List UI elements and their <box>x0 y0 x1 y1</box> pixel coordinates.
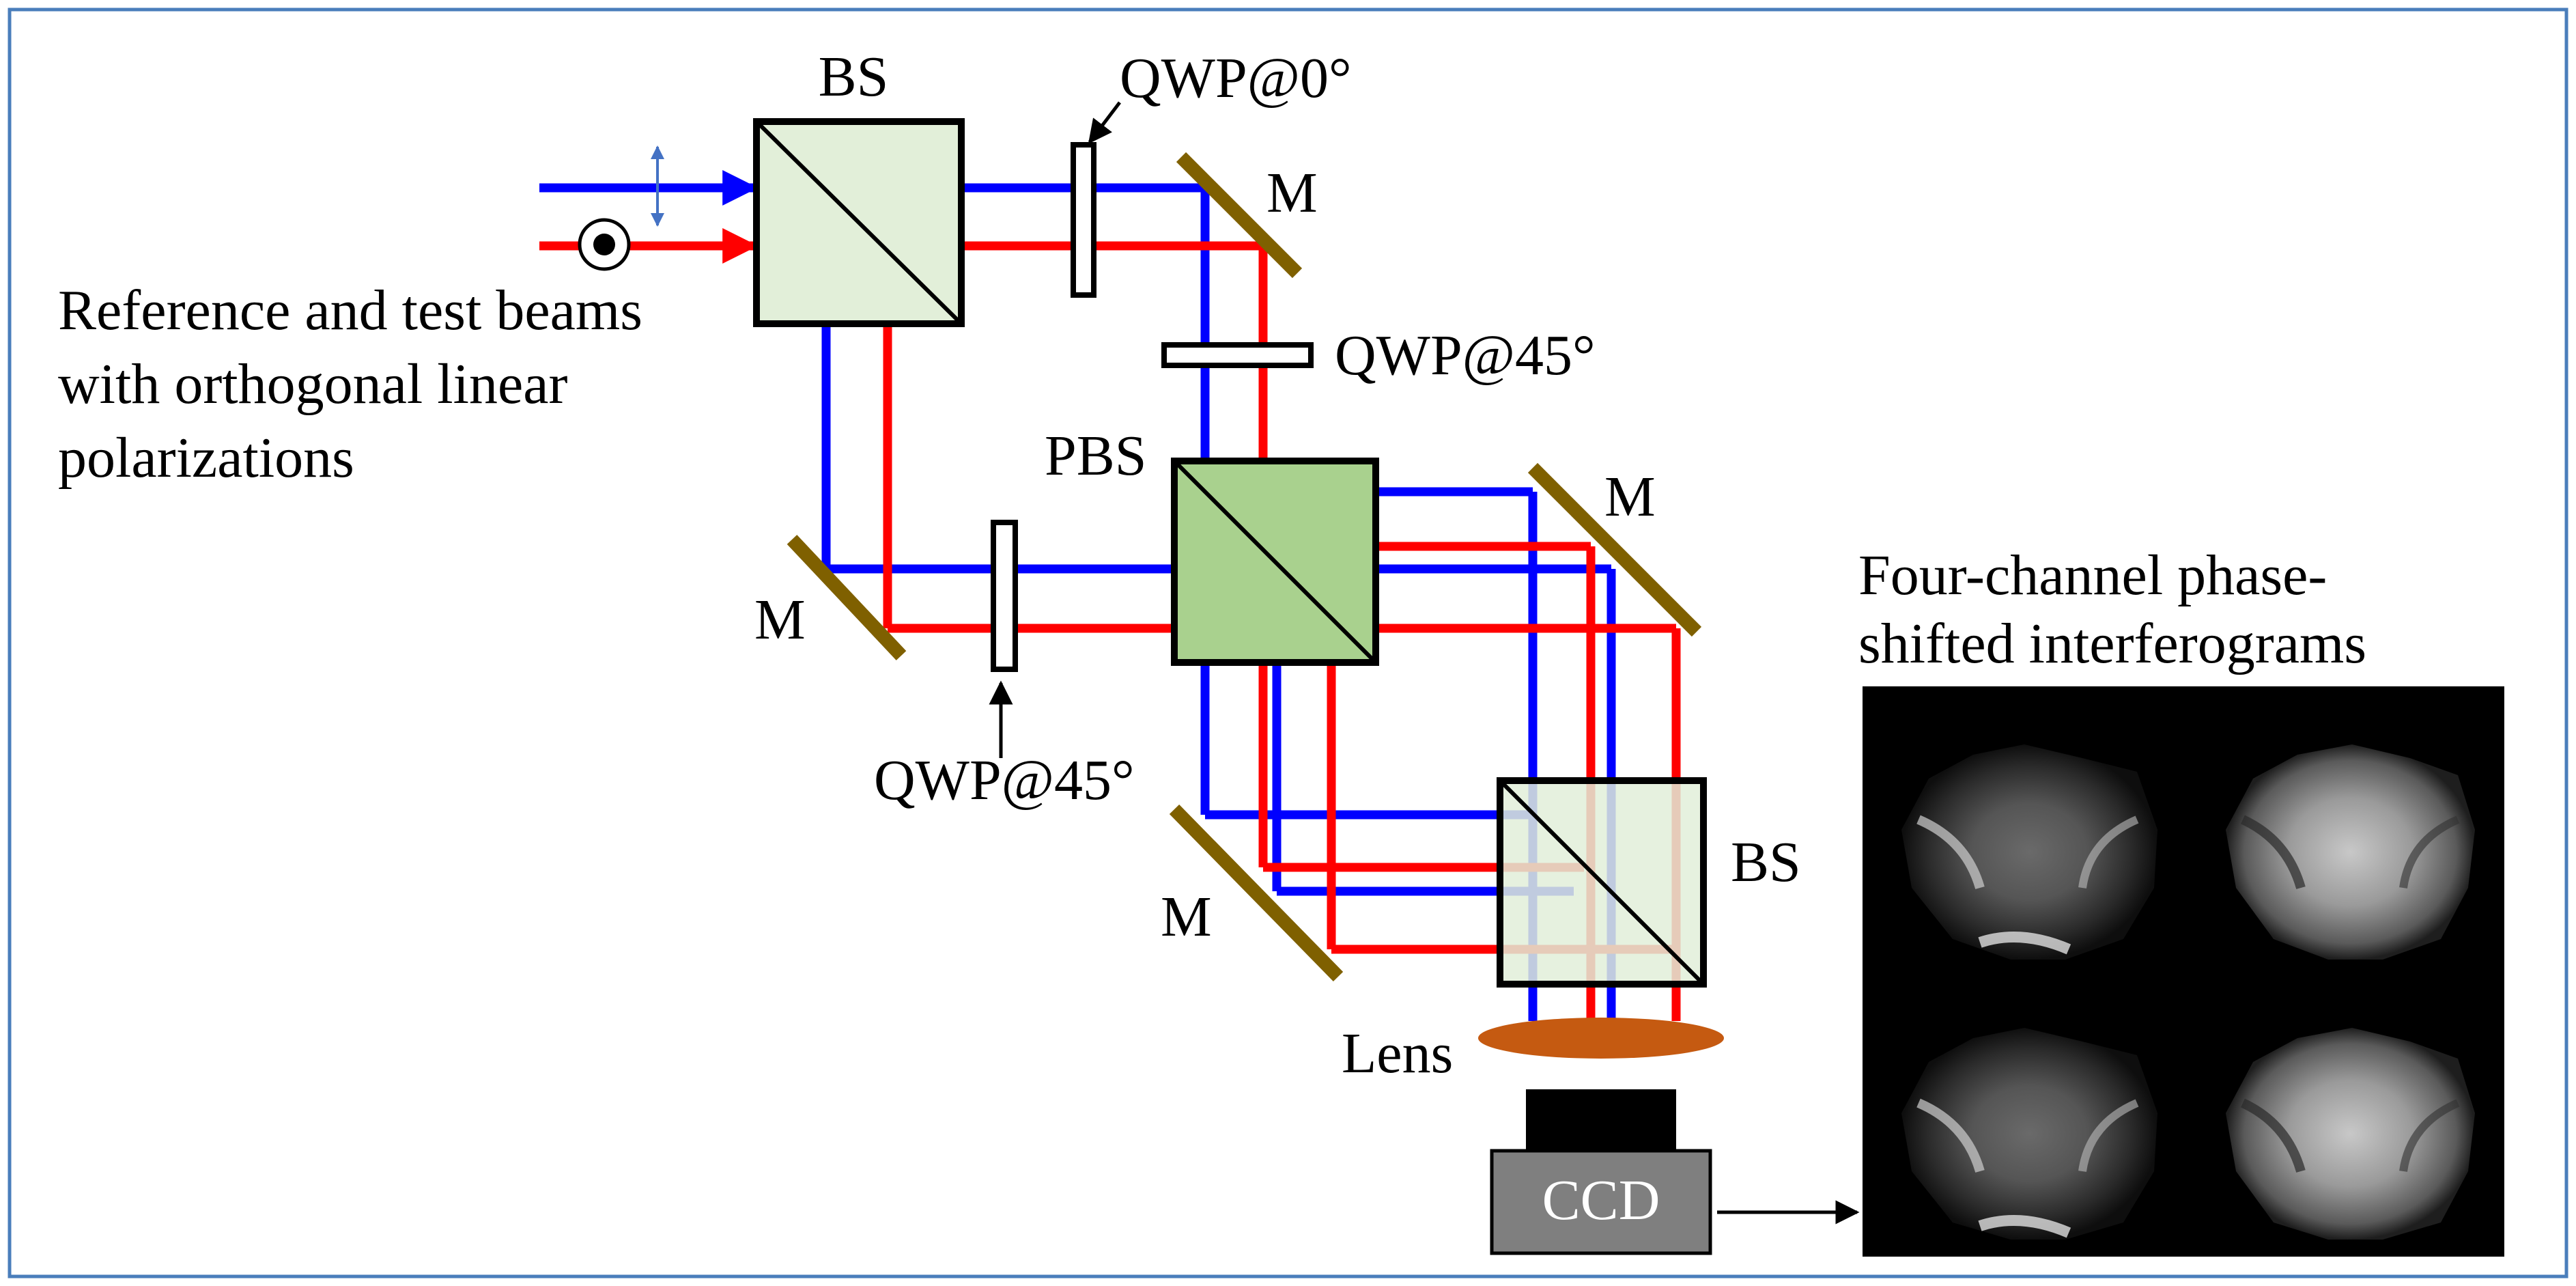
blue-beam-path <box>539 170 1616 1021</box>
beam-splitter-right <box>1497 777 1707 988</box>
interferogram-channel-2 <box>2226 744 2475 960</box>
output-description-line-1: Four-channel phase- <box>1858 544 2327 607</box>
interferogram-channel-4 <box>2226 1028 2475 1240</box>
mirror-left <box>787 535 907 660</box>
lens-label: Lens <box>1342 1022 1453 1085</box>
quarter-wave-plate-45-bottom <box>991 520 1018 672</box>
input-description-line-2: with orthogonal linear <box>58 352 568 416</box>
qwp-0-label: QWP@0° <box>1120 46 1352 110</box>
qwp-45-top-label: QWP@45° <box>1335 324 1596 387</box>
mirror-top-label: M <box>1266 161 1318 225</box>
output-description-line-2: shifted interferograms <box>1858 612 2366 675</box>
lens <box>1478 1018 1724 1059</box>
ccd-sensor-head <box>1526 1089 1676 1151</box>
mirror-left-label: M <box>754 588 806 652</box>
input-description-line-1: Reference and test beams <box>58 279 642 342</box>
mirror-bottom-label: M <box>1161 885 1212 949</box>
beam-splitter-right-label: BS <box>1731 830 1801 894</box>
qwp-0-pointer-arrow <box>1088 101 1121 144</box>
interferogram-channel-3 <box>1901 1028 2157 1240</box>
mirror-top <box>1176 152 1303 279</box>
mirror-right-label: M <box>1604 465 1656 529</box>
figure-frame <box>8 8 2568 1278</box>
out-of-plane-polarization-dot <box>593 234 615 255</box>
quarter-wave-plate-0 <box>1071 142 1096 298</box>
qwp-45-bottom-label: QWP@45° <box>874 749 1135 812</box>
pbs-label: PBS <box>1045 424 1146 488</box>
beam-splitter-top <box>753 118 965 327</box>
interferogram-image <box>1863 686 2504 1257</box>
interferogram-channel-1 <box>1901 744 2157 960</box>
input-description-line-3: polarizations <box>58 426 354 490</box>
ccd-camera-body <box>1490 1149 1712 1255</box>
mirror-bottom <box>1169 805 1344 981</box>
polarizing-beam-splitter <box>1171 458 1379 666</box>
mirror-right <box>1527 462 1702 637</box>
ccd-label: CCD <box>1542 1169 1660 1232</box>
quarter-wave-plate-45-top <box>1161 342 1314 368</box>
beam-splitter-top-label: BS <box>819 45 889 109</box>
